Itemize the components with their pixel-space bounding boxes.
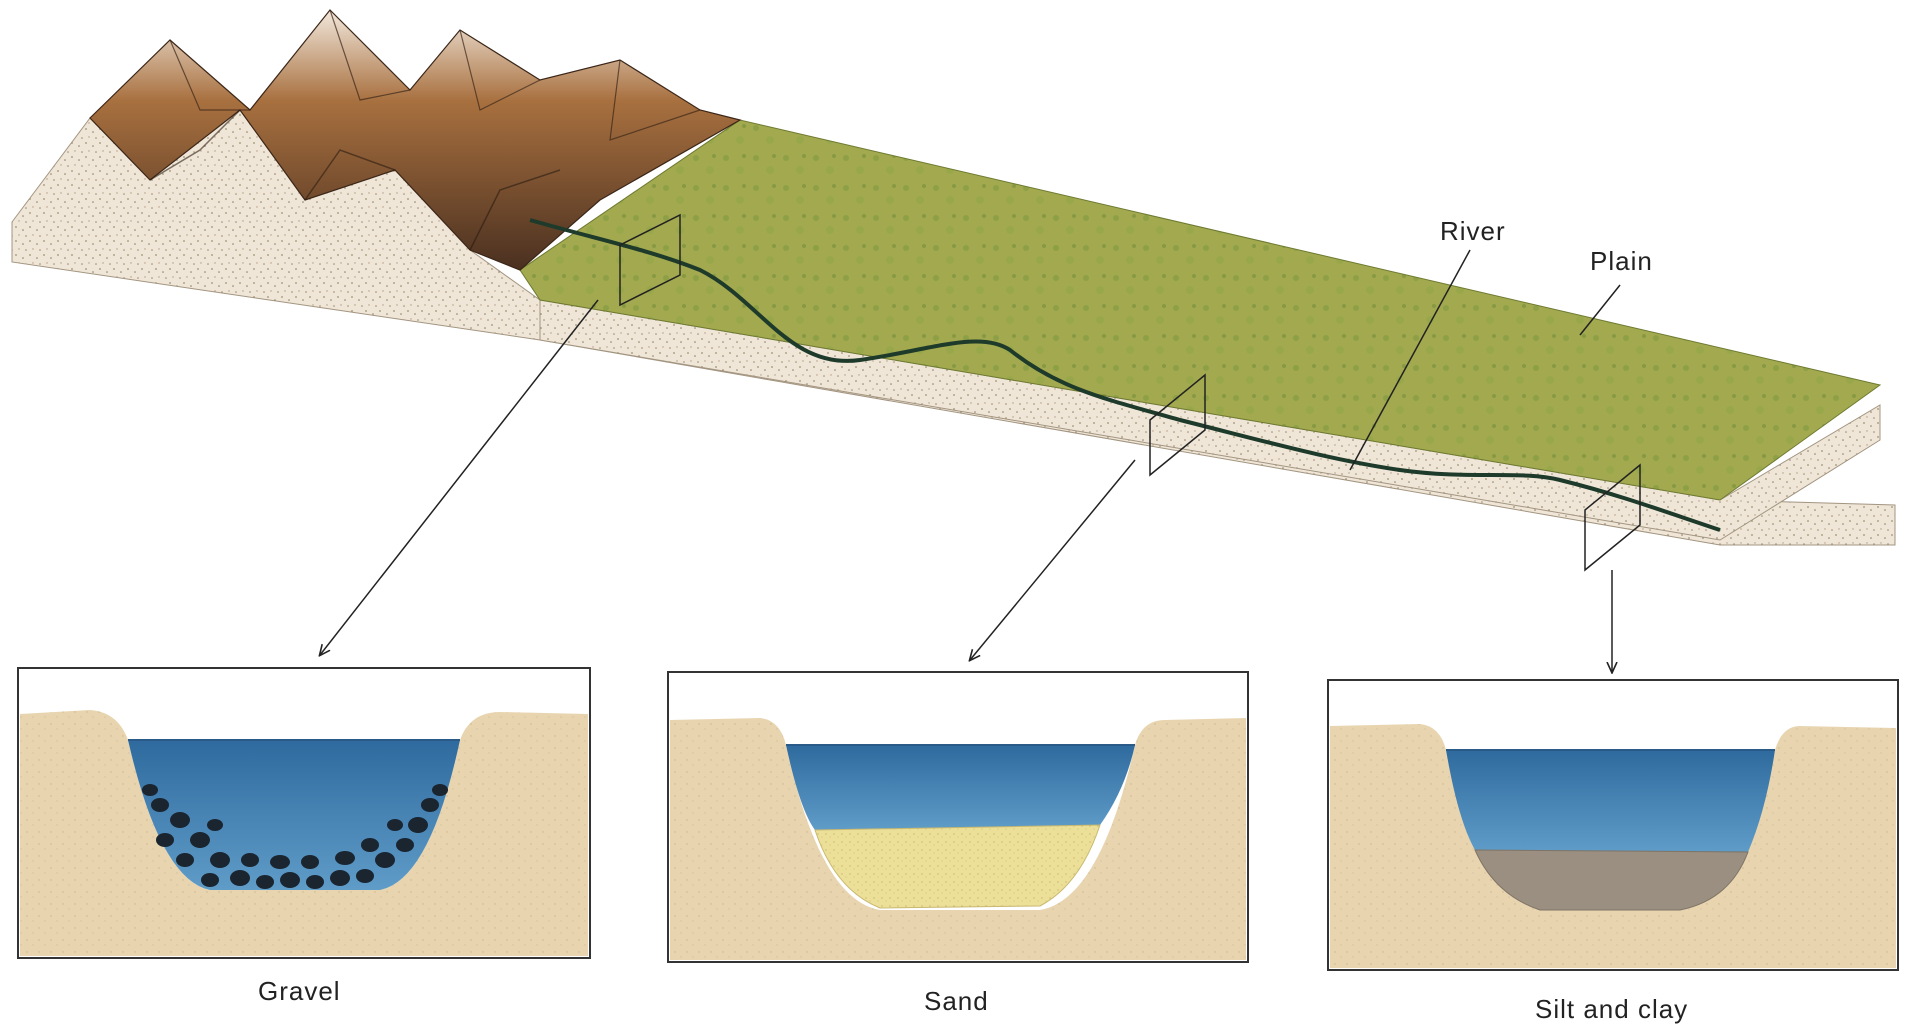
gravel-caption: Gravel: [258, 976, 341, 1006]
plain-label: Plain: [1590, 246, 1653, 276]
cross-section-silt-clay: Silt and clay: [1328, 680, 1898, 1024]
arrow-to-sand: [970, 460, 1135, 660]
arrow-to-gravel: [320, 300, 598, 655]
sand-caption: Sand: [924, 986, 989, 1016]
cross-section-sand: Sand: [668, 672, 1248, 1016]
cross-section-gravel: Gravel: [18, 668, 590, 1006]
silt-clay-caption: Silt and clay: [1535, 994, 1688, 1024]
river-label: River: [1440, 216, 1506, 246]
landscape-block: [12, 10, 1895, 570]
